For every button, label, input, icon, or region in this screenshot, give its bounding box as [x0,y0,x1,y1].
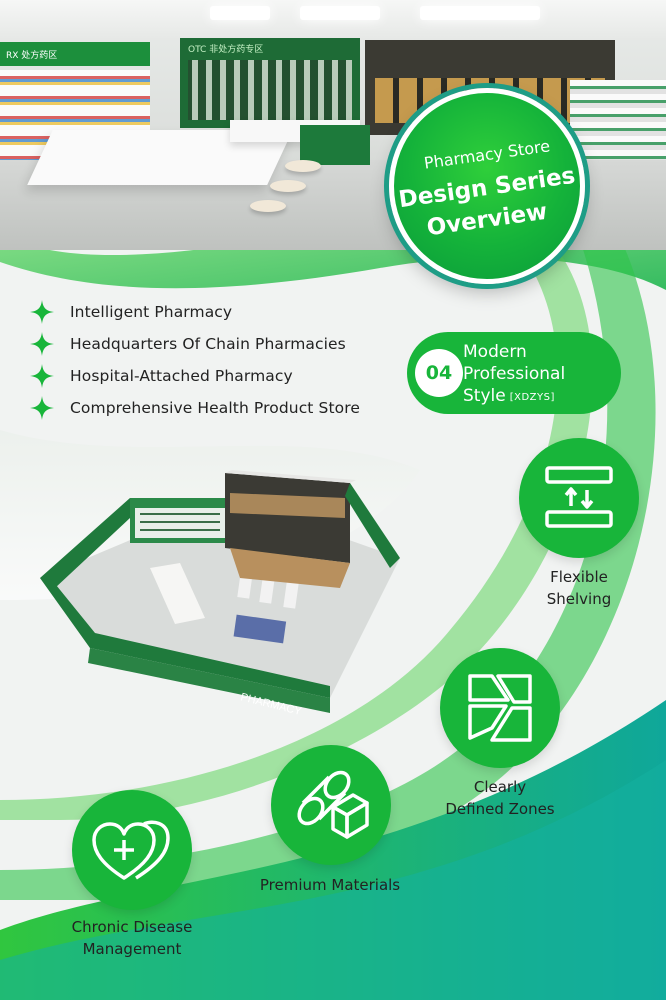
style-number: 04 [415,349,463,397]
zones-icon [468,674,532,742]
flexible-shelving-label: Flexible Shelving [546,568,612,608]
feature-list: Intelligent Pharmacy Headquarters Of Cha… [30,296,360,424]
style-line-3: Style[XDZYS] [463,386,555,406]
hero-green-counter [300,125,370,165]
premium-materials-badge [271,745,391,865]
feature-item: Intelligent Pharmacy [30,296,360,328]
style-pill: 04 Modern Professional Style[XDZYS] [407,332,621,414]
feature-label: Intelligent Pharmacy [70,303,233,321]
heart-plus-icon [92,820,170,880]
star-icon [30,300,54,324]
star-icon [30,396,54,420]
chronic-disease-badge [72,790,192,910]
hero-stool [270,180,306,192]
ceiling-light [300,6,380,20]
star-icon [30,364,54,388]
flexible-shelving-badge [519,438,639,558]
premium-materials-label: Premium Materials [259,876,401,894]
defined-zones-label: Clearly Defined Zones [445,778,555,818]
style-line-3-text: Style [463,386,506,406]
feature-item: Comprehensive Health Product Store [30,392,360,424]
feature-item: Hospital-Attached Pharmacy [30,360,360,392]
feature-label: Headquarters Of Chain Pharmacies [70,335,346,353]
style-line-1: Modern [463,342,527,362]
shelving-icon [545,466,613,528]
defined-zones-badge [440,648,560,768]
hero-stool [285,160,321,172]
ceiling-light [210,6,270,20]
feature-label: Hospital-Attached Pharmacy [70,367,293,385]
chronic-disease-label: Chronic Disease Management [71,918,193,958]
materials-icon [297,770,369,839]
store-floorplan-model: PHARMACY [40,470,400,718]
style-code: [XDZYS] [509,392,555,403]
feature-label: Comprehensive Health Product Store [70,399,360,417]
hero-back-wall: OTC 非处方药专区 [180,38,360,128]
hero-rx-sign: RX 处方药区 [0,42,150,66]
ceiling-light [420,6,540,20]
style-line-2: Professional [463,364,566,384]
feature-item: Headquarters Of Chain Pharmacies [30,328,360,360]
hero-stool [250,200,286,212]
star-icon [30,332,54,356]
title-badge: Pharmacy Store Design Series Overview [389,88,585,284]
